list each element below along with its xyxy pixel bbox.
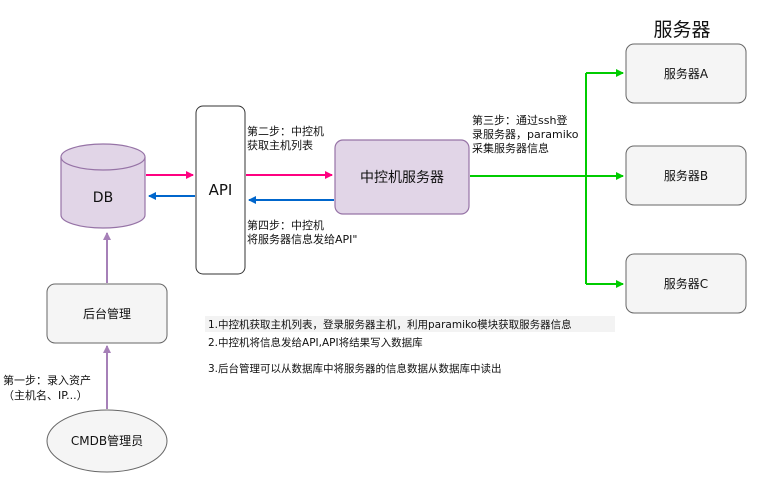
arrows-controller-to-servers (470, 69, 624, 288)
step2-label: 第二步：中控机 获取主机列表 (247, 124, 328, 152)
server-b-node[interactable]: 服务器B (625, 145, 747, 206)
server-a-label: 服务器A (664, 66, 709, 81)
step3-label: 第三步：通过ssh登 录服务器，paramiko 采集服务器信息 (472, 113, 582, 155)
api-node[interactable]: API (195, 105, 246, 275)
note-1: 1.中控机获取主机列表，登录服务器主机，利用paramiko模块获取服务器信息 (208, 318, 572, 331)
backend-label: 后台管理 (83, 306, 131, 321)
api-label: API (209, 181, 233, 199)
note-3: 3.后台管理可以从数据库中将服务器的信息数据从数据库中读出 (208, 362, 502, 375)
controller-label: 中控机服务器 (360, 170, 444, 186)
server-c-node[interactable]: 服务器C (625, 253, 747, 314)
admin-node[interactable]: CMDB管理员 (46, 409, 168, 473)
step4-label: 第四步：中控机 将服务器信息发给API" (247, 218, 357, 246)
server-a-node[interactable]: 服务器A (625, 43, 747, 104)
note1-highlight (205, 316, 615, 332)
server-c-label: 服务器C (664, 276, 708, 291)
note-2: 2.中控机将信息发给API,API将结果写入数据库 (208, 336, 423, 349)
step1-label: 第一步：录入资产 （主机名、IP...） (3, 373, 95, 402)
server-b-label: 服务器B (664, 168, 708, 183)
admin-label: CMDB管理员 (71, 433, 143, 448)
controller-node[interactable]: 中控机服务器 (334, 139, 470, 215)
db-label: DB (93, 190, 113, 206)
servers-title: 服务器 (653, 19, 710, 41)
backend-node[interactable]: 后台管理 (46, 283, 168, 344)
db-node[interactable]: DB (60, 143, 146, 229)
